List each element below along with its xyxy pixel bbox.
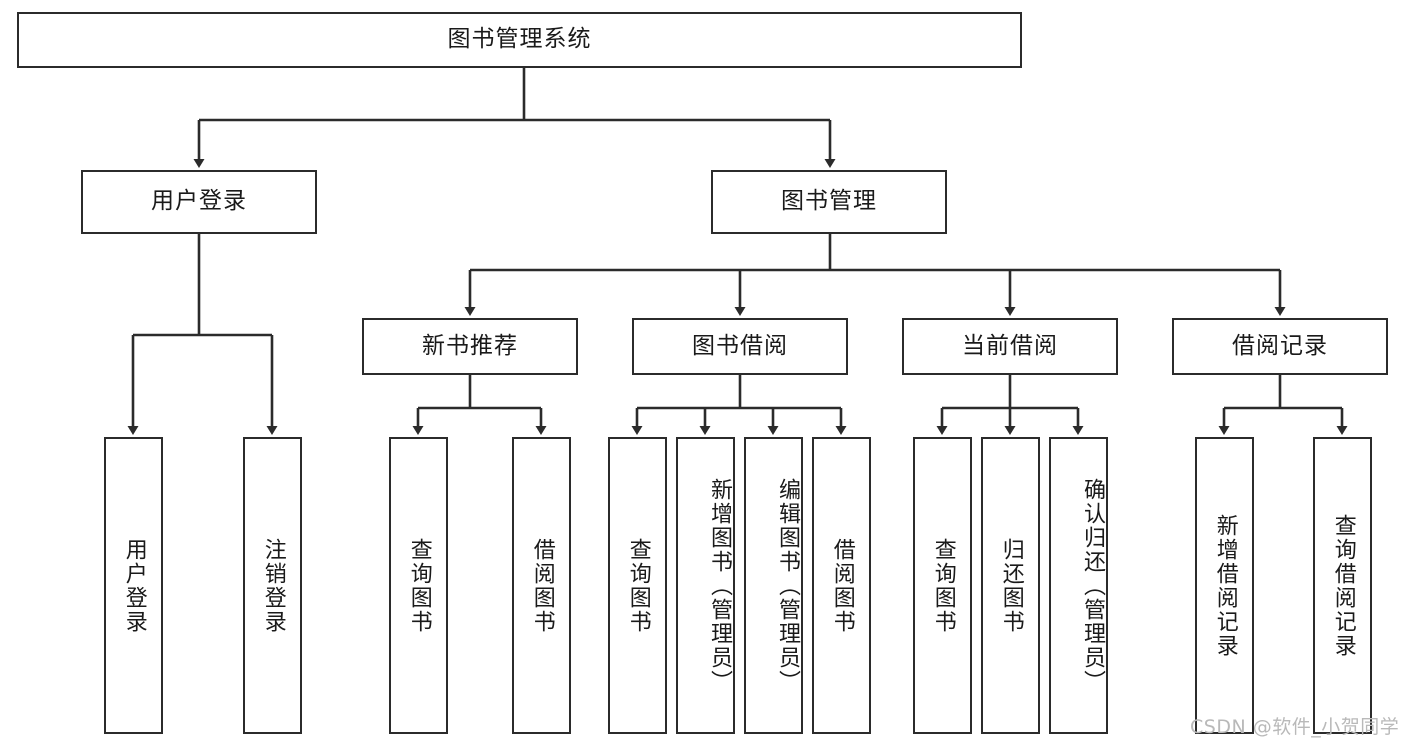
leaf-query-book-borrow[interactable]: 查询图书	[608, 437, 667, 734]
leaf-user-logout[interactable]: 注销登录	[243, 437, 302, 734]
leaf-edit-book-admin[interactable]: 编辑图书（管理员）	[744, 437, 803, 734]
leaf-borrow-book[interactable]: 借阅图书	[812, 437, 871, 734]
node-borrow-record[interactable]: 借阅记录	[1172, 318, 1388, 375]
node-current-borrow[interactable]: 当前借阅	[902, 318, 1118, 375]
leaf-add-book-admin[interactable]: 新增图书（管理员）	[676, 437, 735, 734]
leaf-query-book-current[interactable]: 查询图书	[913, 437, 972, 734]
leaf-return-book[interactable]: 归还图书	[981, 437, 1040, 734]
node-book-management[interactable]: 图书管理	[711, 170, 947, 234]
leaf-query-borrow-record[interactable]: 查询借阅记录	[1313, 437, 1372, 734]
leaf-user-login[interactable]: 用户登录	[104, 437, 163, 734]
csdn-watermark: CSDN @软件_小贺同学	[1190, 716, 1400, 738]
node-root-book-management-system[interactable]: 图书管理系统	[17, 12, 1022, 68]
leaf-confirm-return-admin[interactable]: 确认归还（管理员）	[1049, 437, 1108, 734]
leaf-query-book-recommend[interactable]: 查询图书	[389, 437, 448, 734]
leaf-borrow-book-recommend[interactable]: 借阅图书	[512, 437, 571, 734]
node-user-login[interactable]: 用户登录	[81, 170, 317, 234]
node-new-book-recommend[interactable]: 新书推荐	[362, 318, 578, 375]
leaf-add-borrow-record[interactable]: 新增借阅记录	[1195, 437, 1254, 734]
node-book-borrow[interactable]: 图书借阅	[632, 318, 848, 375]
